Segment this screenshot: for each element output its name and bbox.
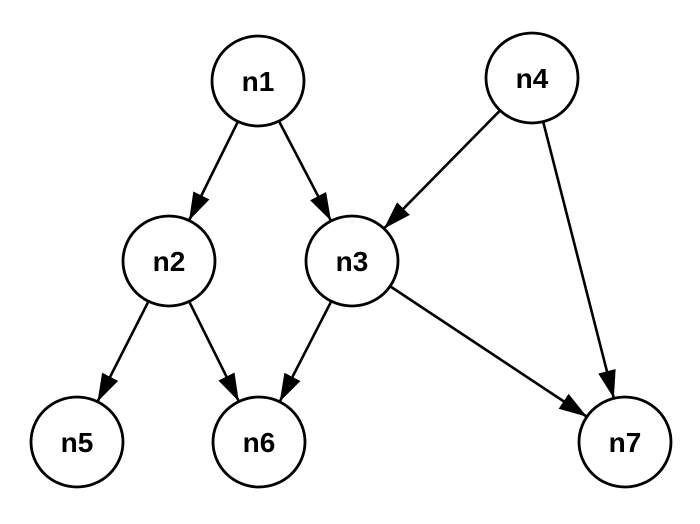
node-n1-circle — [210, 34, 306, 128]
node-n6: n6 — [211, 395, 307, 489]
node-n7-circle — [577, 395, 673, 489]
nodes-layer: n1 n2 n3 n4 n5 n6 n7 — [29, 31, 673, 489]
node-n7: n7 — [577, 395, 673, 489]
node-n2-circle — [121, 214, 217, 308]
node-n4-circle — [484, 31, 580, 125]
node-n3: n3 — [304, 214, 400, 308]
node-n3-label: n3 — [336, 246, 369, 277]
edge-n2-n5 — [96, 300, 150, 403]
node-n3-circle — [304, 214, 400, 308]
node-n2-label: n2 — [153, 246, 186, 277]
edge-n4-n3 — [382, 109, 502, 230]
edges-layer — [96, 109, 616, 418]
node-n5-label: n5 — [61, 427, 94, 458]
node-n1: n1 — [210, 34, 306, 128]
node-n4-label: n4 — [516, 63, 549, 94]
node-n6-label: n6 — [243, 427, 276, 458]
node-n1-label: n1 — [242, 66, 275, 97]
edge-n4-n7 — [541, 121, 616, 399]
node-n5: n5 — [29, 395, 125, 489]
node-n2: n2 — [121, 214, 217, 308]
edge-n3-n7 — [389, 285, 588, 418]
edge-n3-n6 — [278, 300, 333, 403]
edge-n1-n2 — [187, 120, 240, 222]
node-n4: n4 — [484, 31, 580, 125]
edge-n2-n6 — [187, 300, 241, 403]
node-n7-label: n7 — [609, 427, 642, 458]
node-n6-circle — [211, 395, 307, 489]
edge-n1-n3 — [277, 120, 333, 222]
node-n5-circle — [29, 395, 125, 489]
